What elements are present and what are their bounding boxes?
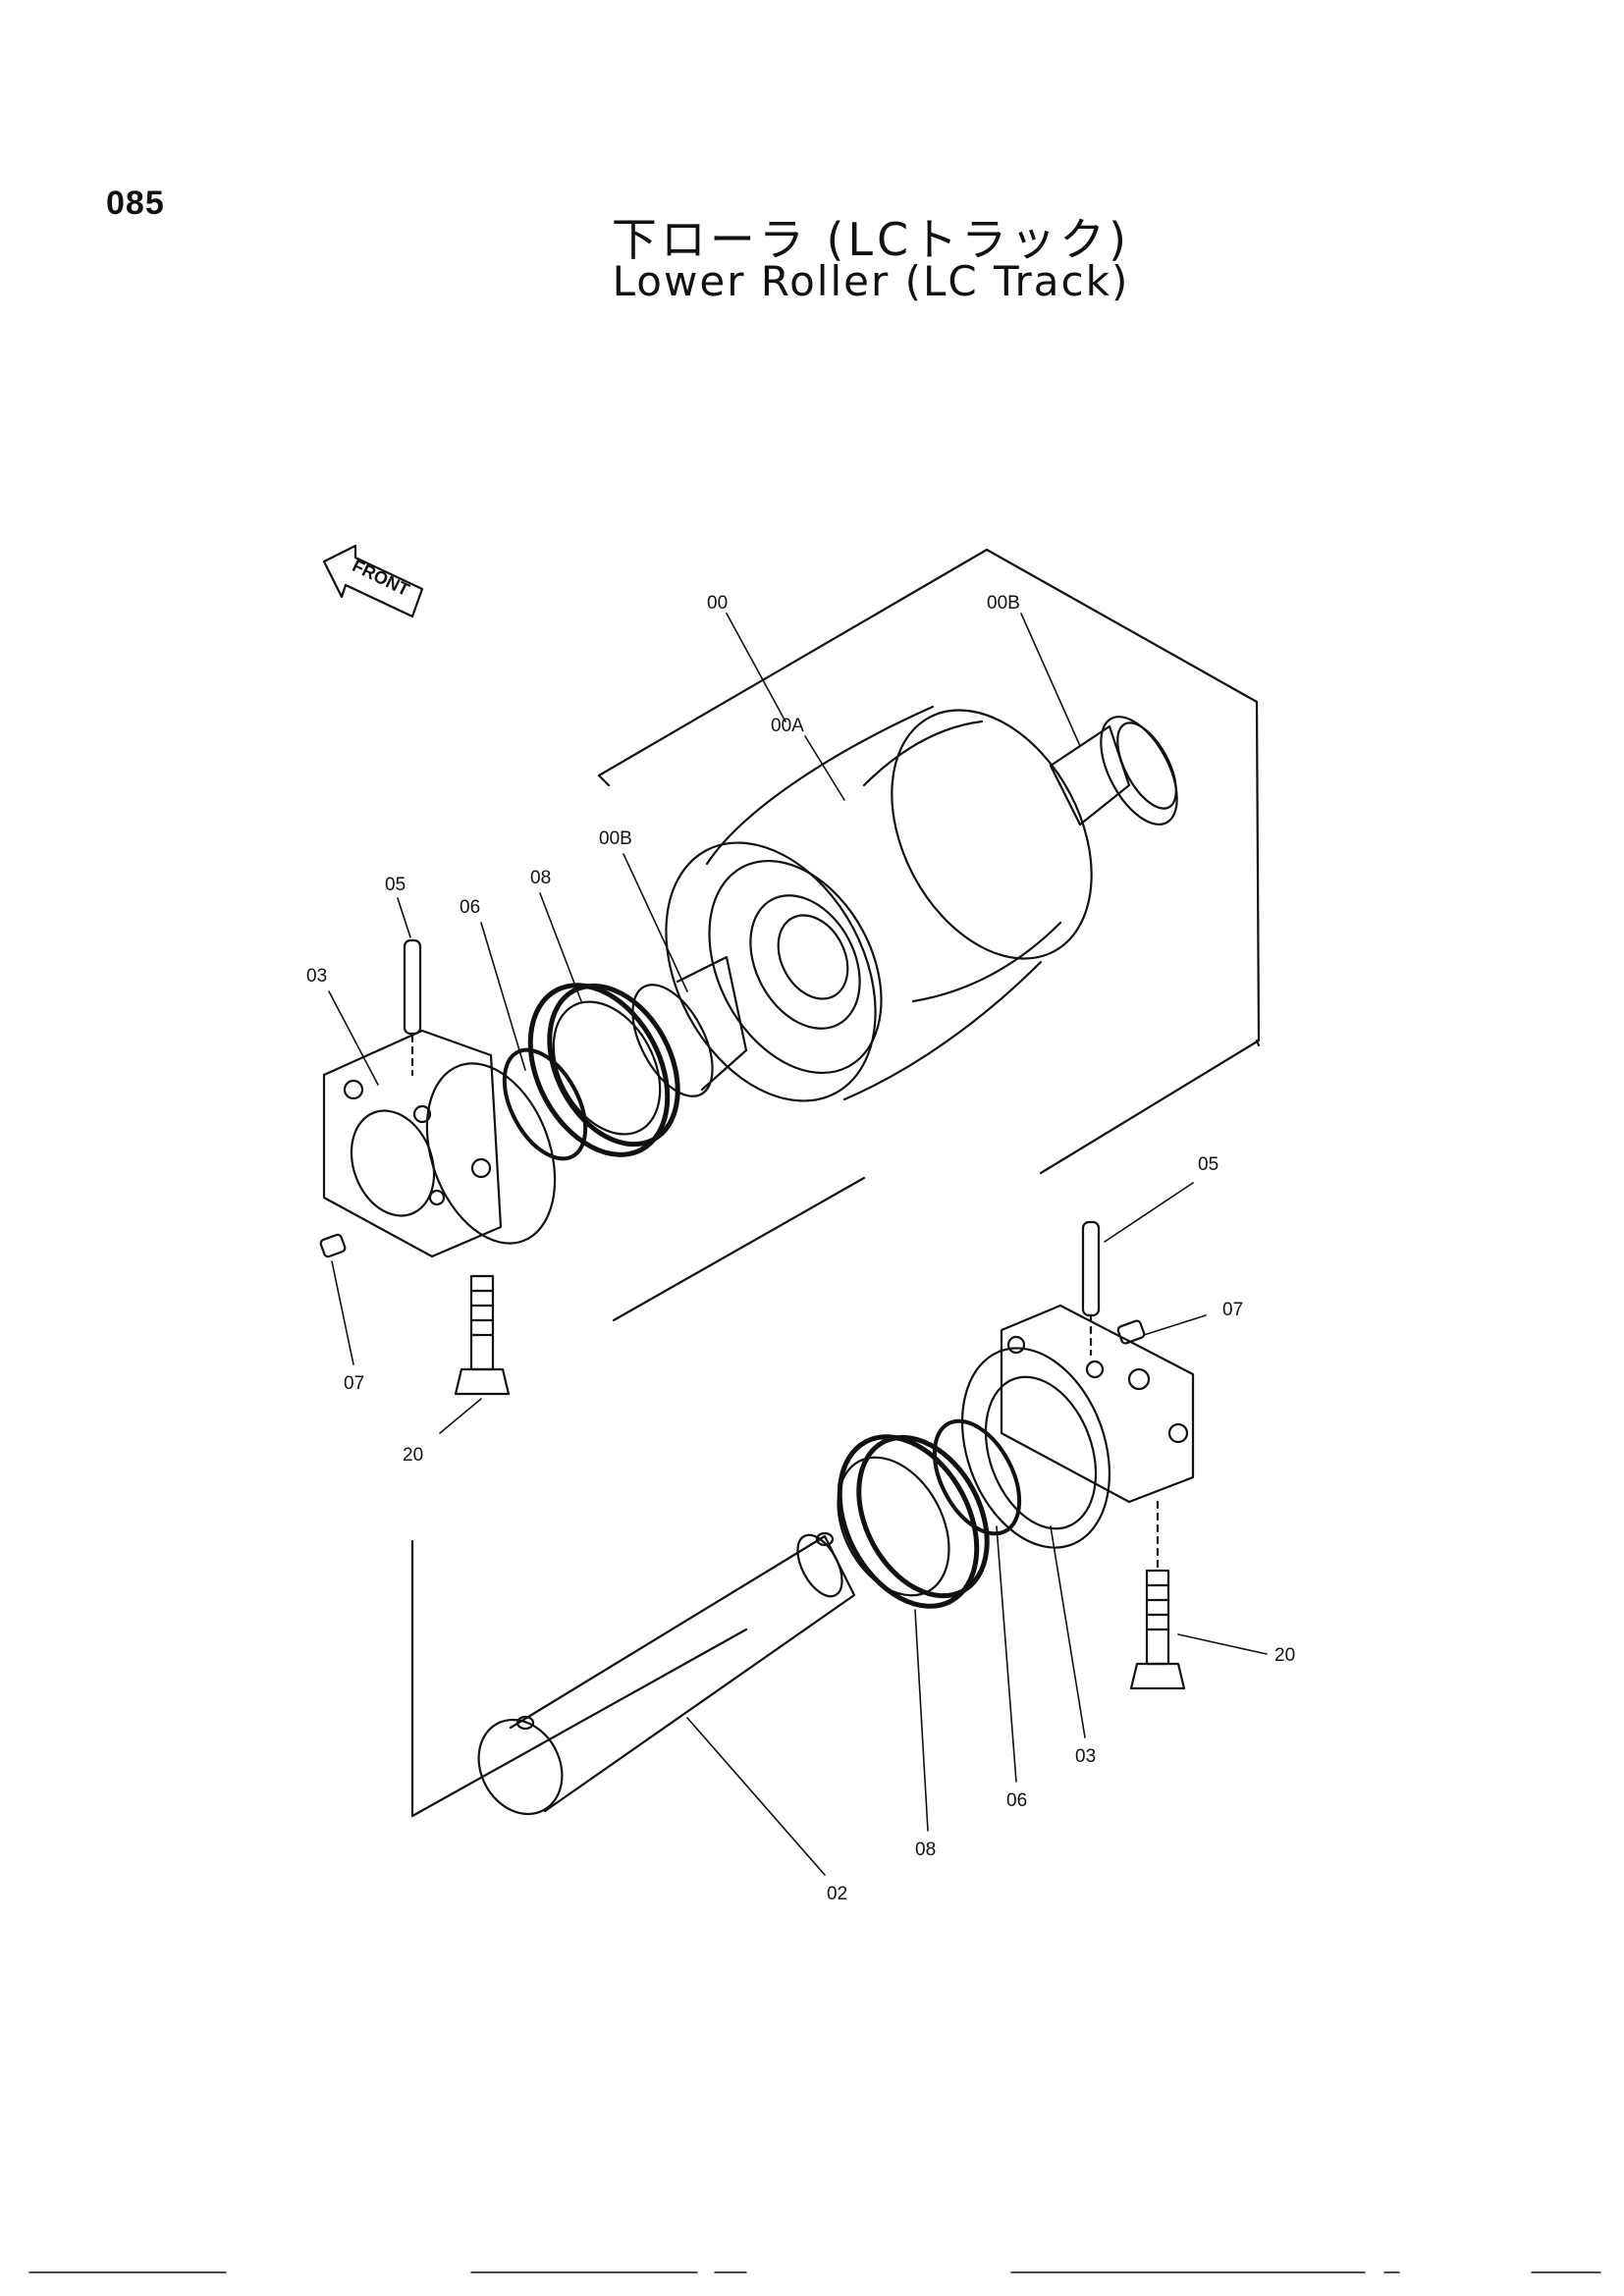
plug-top xyxy=(319,1233,347,1258)
callout-08-bottom: 08 xyxy=(915,1840,936,1860)
pin-bottom xyxy=(1081,1220,1101,1357)
callout-06-top: 06 xyxy=(460,897,480,918)
plug-bottom xyxy=(1116,1319,1146,1345)
callout-08-top: 08 xyxy=(530,868,551,888)
shaft xyxy=(477,1531,856,1816)
callout-02: 02 xyxy=(827,1884,847,1904)
bolt-bottom xyxy=(1129,1500,1186,1690)
callout-20-top: 20 xyxy=(403,1445,423,1466)
callout-03-top: 03 xyxy=(306,966,327,987)
title-japanese: 下ローラ (LCトラック) xyxy=(611,213,1131,266)
floating-seal-top xyxy=(527,983,680,1157)
callout-05-bottom: 05 xyxy=(1198,1154,1218,1175)
page-number: 085 xyxy=(106,185,165,222)
assembly-bracket xyxy=(597,548,1261,1175)
front-arrow-icon: FRONT xyxy=(322,544,424,618)
callout-00: 00 xyxy=(707,593,728,614)
callout-00b-left: 00B xyxy=(599,828,632,849)
callout-00b-right: 00B xyxy=(987,593,1020,614)
leader-lines xyxy=(328,613,1268,1876)
roller-body xyxy=(665,705,1093,1102)
callout-05-top: 05 xyxy=(385,875,406,895)
callout-20-bottom: 20 xyxy=(1274,1645,1295,1666)
title-english: Lower Roller (LC Track) xyxy=(612,257,1130,305)
callout-03-bottom: 03 xyxy=(1075,1746,1096,1767)
floating-seal-bottom xyxy=(837,1434,990,1609)
bushing-right xyxy=(1049,716,1178,827)
collar-bottom xyxy=(960,1304,1195,1549)
bushing-left xyxy=(631,955,748,1097)
collar-top xyxy=(322,1029,557,1258)
callout-00a: 00A xyxy=(771,716,804,736)
shaft-frame xyxy=(410,1039,1261,1818)
o-ring-top xyxy=(502,1047,588,1161)
callout-07-bottom: 07 xyxy=(1222,1300,1243,1320)
bolt-top xyxy=(454,1274,511,1396)
callout-06-bottom: 06 xyxy=(1006,1790,1027,1811)
pin-top xyxy=(403,938,422,1077)
callout-07-top: 07 xyxy=(344,1373,364,1394)
callout-labels: 00 00A 00B 00B 05 06 08 03 07 20 05 07 2… xyxy=(306,593,1295,1904)
o-ring-bottom xyxy=(932,1418,1022,1536)
